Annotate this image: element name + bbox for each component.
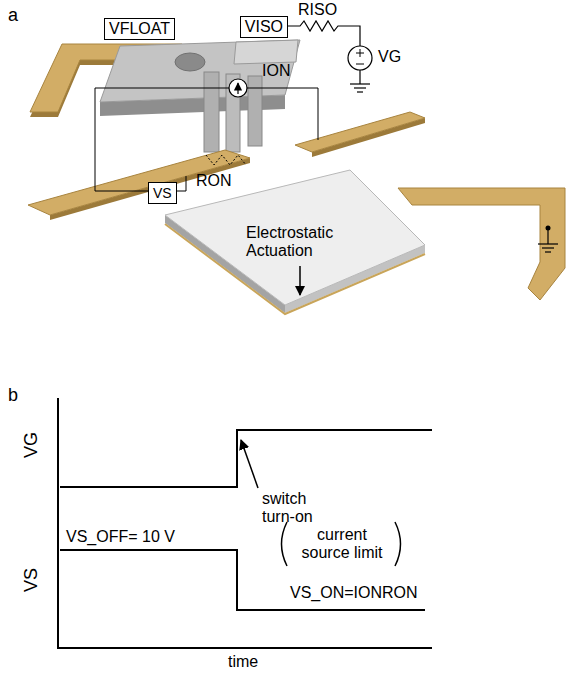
beam-hole xyxy=(175,53,205,71)
annotation: current source limit xyxy=(291,526,393,562)
wire xyxy=(247,88,318,140)
plus-sign xyxy=(360,49,361,57)
resistor-label: RISO xyxy=(298,1,337,19)
annotation: switch turn-on xyxy=(262,490,342,526)
on-resistance-path xyxy=(206,155,246,165)
axis-label: VS xyxy=(22,568,40,592)
annotation: VS_OFF= 10 V xyxy=(66,528,175,546)
wire xyxy=(176,176,186,191)
movable-plate xyxy=(165,170,425,305)
signal-line xyxy=(295,112,425,152)
axis-label: time xyxy=(228,653,258,671)
annotation: VS_ON=IONRON xyxy=(290,584,418,602)
leader-arrow xyxy=(241,440,258,488)
source-label: VG xyxy=(378,48,401,66)
voltage-box: VFLOAT xyxy=(104,18,175,40)
current-direction xyxy=(237,83,238,94)
current-source-symbol xyxy=(229,79,247,97)
node-text: VISO xyxy=(245,18,283,36)
ground-symbol xyxy=(350,84,370,92)
voltage-box: VISO xyxy=(240,16,288,38)
contact-finger xyxy=(248,76,262,146)
minus-sign xyxy=(356,64,364,65)
actuation-arrow xyxy=(299,266,301,295)
panel-letter: a xyxy=(8,6,18,24)
wire xyxy=(359,70,360,84)
voltage-source-symbol xyxy=(348,46,372,70)
axis-label: VG xyxy=(22,432,40,458)
resistor-symbol xyxy=(288,21,360,46)
panel-letter: b xyxy=(8,386,18,404)
probe-box: VS xyxy=(148,182,177,204)
beam-top xyxy=(100,40,300,102)
axes xyxy=(58,398,432,648)
resistance-label: RON xyxy=(196,172,232,190)
parenthesis xyxy=(282,522,288,566)
iso-anchor xyxy=(234,40,298,64)
gate-waveform xyxy=(60,430,432,487)
ground-symbol xyxy=(538,228,558,252)
node-text: VFLOAT xyxy=(109,20,170,38)
node-text: VS xyxy=(153,184,172,202)
current-label: ION xyxy=(262,62,290,80)
contact-finger xyxy=(204,72,219,152)
actuation-label: Electrostatic Actuation xyxy=(246,224,358,260)
parenthesis xyxy=(395,522,401,566)
